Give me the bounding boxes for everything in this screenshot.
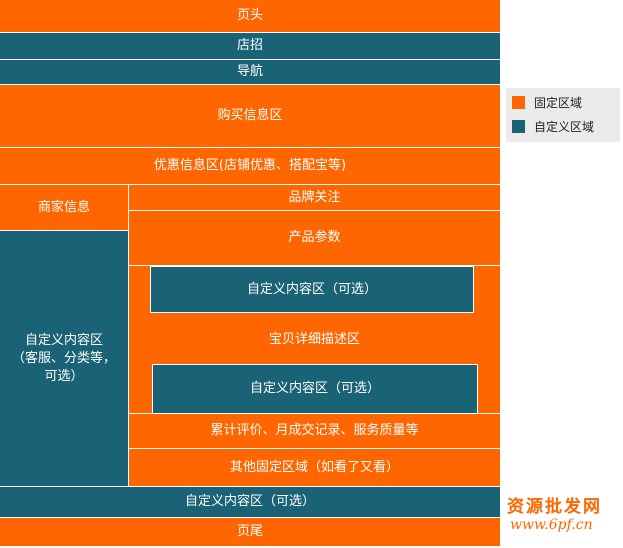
shop-sign-label: 店招 <box>236 38 263 53</box>
reviews-stats-block: 累计评价、月成交记录、服务质量等 <box>129 414 500 449</box>
legend: 固定区域 自定义区域 <box>506 88 620 142</box>
header-block: 页头 <box>0 0 500 33</box>
other-fixed-label: 其他固定区域（如看了又看） <box>229 459 399 475</box>
shop-sign-block: 店招 <box>0 33 500 60</box>
reviews-stats-label: 累计评价、月成交记录、服务质量等 <box>210 423 419 438</box>
custom-optional-label-1: 自定义内容区（可选） <box>246 281 377 297</box>
other-fixed-block: 其他固定区域（如看了又看） <box>129 449 500 486</box>
legend-item-fixed: 固定区域 <box>512 94 582 111</box>
merchant-info-label: 商家信息 <box>37 199 90 215</box>
legend-label-fixed: 固定区域 <box>534 96 583 110</box>
legend-swatch-fixed <box>512 96 525 109</box>
navigation-label: 导航 <box>236 64 263 79</box>
footer-block: 页尾 <box>0 517 500 546</box>
custom-optional-block-2: 自定义内容区（可选） <box>152 364 478 414</box>
footer-label: 页尾 <box>236 524 263 539</box>
navigation-block: 导航 <box>0 60 500 85</box>
legend-label-custom: 自定义区域 <box>534 120 595 134</box>
product-params-label: 产品参数 <box>288 230 341 245</box>
product-params-block: 产品参数 <box>129 211 500 266</box>
header-label: 页头 <box>236 8 263 23</box>
custom-optional-block-1: 自定义内容区（可选） <box>150 266 474 313</box>
custom-sidebar-label: 自定义内容区 （客服、分类等， 可选） <box>11 332 116 384</box>
watermark-url: www.6pf.cn <box>510 517 593 533</box>
merchant-info-block: 商家信息 <box>0 185 129 231</box>
custom-sidebar-block: 自定义内容区 （客服、分类等， 可选） <box>0 231 129 486</box>
legend-swatch-custom <box>512 120 525 133</box>
item-detail-label: 宝贝详细描述区 <box>268 331 360 347</box>
purchase-info-label: 购买信息区 <box>217 108 283 123</box>
custom-optional-bottom-block: 自定义内容区（可选） <box>0 486 500 517</box>
brand-follow-block: 品牌关注 <box>129 185 500 211</box>
brand-follow-label: 品牌关注 <box>288 189 341 205</box>
custom-optional-label-2: 自定义内容区（可选） <box>249 381 380 396</box>
purchase-info-block: 购买信息区 <box>0 85 500 148</box>
watermark-title: 资源批发网 <box>507 497 602 517</box>
promotion-info-block: 优惠信息区(店铺优惠、搭配宝等) <box>0 148 500 185</box>
custom-optional-bottom-label: 自定义内容区（可选） <box>184 494 315 509</box>
legend-item-custom: 自定义区域 <box>512 118 594 135</box>
promotion-info-label: 优惠信息区(店铺优惠、搭配宝等) <box>153 158 347 173</box>
